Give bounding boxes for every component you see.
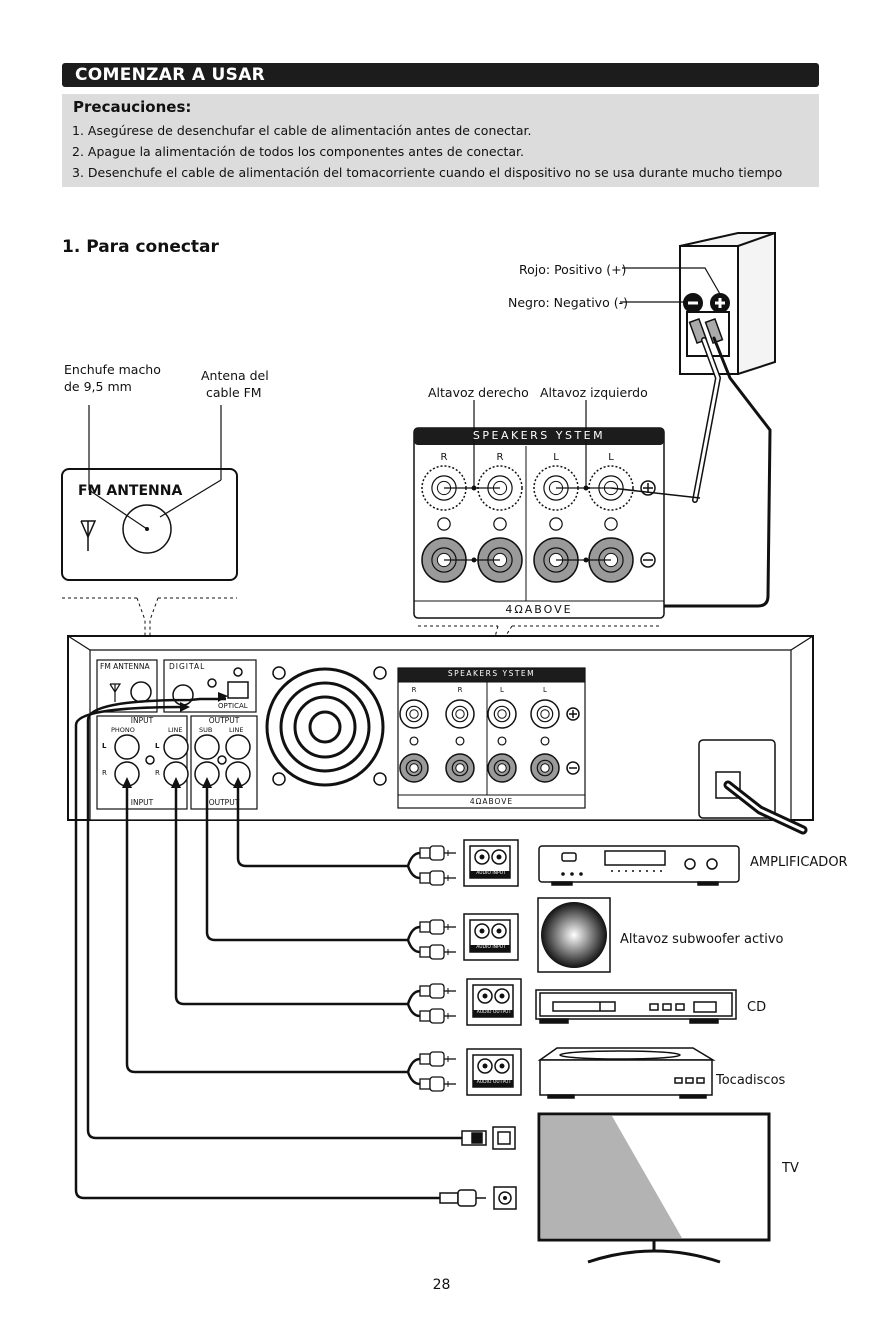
rear-digital-label: DIGITAL xyxy=(169,662,206,671)
speaker-panel-title: SPEAKERS YSTEM xyxy=(472,429,606,442)
channel-label: L xyxy=(500,686,504,694)
negative-callout: Negro: Negativo (-) xyxy=(508,295,628,310)
rear-r-label-2: R xyxy=(155,769,160,777)
antenna-callout-line2: cable FM xyxy=(206,385,262,400)
plug-callout-line2: de 9,5 mm xyxy=(64,379,132,394)
cd-player-icon xyxy=(535,989,737,1024)
positive-callout: Rojo: Positivo (+) xyxy=(519,262,627,277)
cd-label: CD xyxy=(747,1000,767,1015)
rear-l-label: L xyxy=(102,742,107,750)
subwoofer-label: Altavoz subwoofer activo xyxy=(620,932,784,947)
channel-label: L xyxy=(553,452,559,463)
antenna-callout-line1: Antena del xyxy=(201,368,269,383)
channel-label: R xyxy=(458,686,463,694)
precautions-box: Precauciones: 1. Asegúrese de desenchufa… xyxy=(62,94,819,187)
right-speaker-callout: Altavoz derecho xyxy=(428,385,529,400)
page-number: 28 xyxy=(432,1277,451,1293)
tv-label: TV xyxy=(782,1161,799,1176)
precaution-item: 1. Asegúrese de desenchufar el cable de … xyxy=(72,123,532,138)
cd-audio-output-label: AUDIO OUTPUT xyxy=(476,1010,512,1015)
rear-input-label-bottom: INPUT xyxy=(130,798,154,807)
channel-label: R xyxy=(412,686,417,694)
section-header-title: COMENZAR A USAR xyxy=(75,65,266,85)
tv-icon xyxy=(537,1112,771,1264)
precaution-item: 2. Apague la alimentación de todos los c… xyxy=(72,144,525,159)
section-header: COMENZAR A USAR xyxy=(62,63,819,87)
speaker-system-panel xyxy=(413,427,665,619)
speaker-panel-impedance: 4ΩABOVE xyxy=(505,603,573,616)
antenna-icon xyxy=(80,520,97,551)
amplifier-icon xyxy=(538,845,740,886)
rear-fm-label: FM ANTENNA xyxy=(100,662,150,671)
channel-label: R xyxy=(497,452,504,463)
plug-callout-line1: Enchufe macho xyxy=(64,362,161,377)
channel-label: R xyxy=(441,452,448,463)
rear-optical-label: OPTICAL xyxy=(218,702,248,710)
rear-output-label: OUTPUT xyxy=(208,716,240,725)
left-speaker-callout: Altavoz izquierdo xyxy=(540,385,648,400)
rear-antenna-icon xyxy=(109,683,122,702)
rear-speaker-impedance: 4ΩABOVE xyxy=(469,797,514,806)
rear-output-label-bottom: OUTPUT xyxy=(208,798,240,807)
fm-panel-label: FM ANTENNA xyxy=(78,483,183,499)
sub-audio-input-label: AUDIO INPUT xyxy=(476,945,506,950)
precautions-title: Precauciones: xyxy=(73,98,192,116)
amplifier-label: AMPLIFICADOR xyxy=(750,855,848,870)
subwoofer-icon xyxy=(537,897,611,973)
tt-audio-output-label: AUDIO OUTPUT xyxy=(476,1080,512,1085)
fan-grille xyxy=(265,667,385,787)
rear-speaker-title: SPEAKERS YSTEM xyxy=(447,669,536,678)
section-title: 1. Para conectar xyxy=(62,237,219,257)
channel-label: L xyxy=(543,686,547,694)
rear-r-label: R xyxy=(102,769,107,777)
channel-label: L xyxy=(608,452,614,463)
rear-input-label: INPUT xyxy=(130,716,154,725)
rear-line-label: LINE xyxy=(168,726,183,734)
amp-audio-input-label: AUDIO INPUT xyxy=(476,871,506,876)
rear-phono-label: PHONO xyxy=(111,726,135,734)
rear-line-out-label: LINE xyxy=(229,726,244,734)
rear-panel xyxy=(67,635,814,821)
turntable-label: Tocadiscos xyxy=(716,1073,786,1088)
rear-sub-label: SUB xyxy=(199,726,213,734)
precaution-item: 3. Desenchufe el cable de alimentación d… xyxy=(72,165,783,180)
rear-l-label-2: L xyxy=(155,742,160,750)
turntable-icon xyxy=(537,1047,716,1099)
